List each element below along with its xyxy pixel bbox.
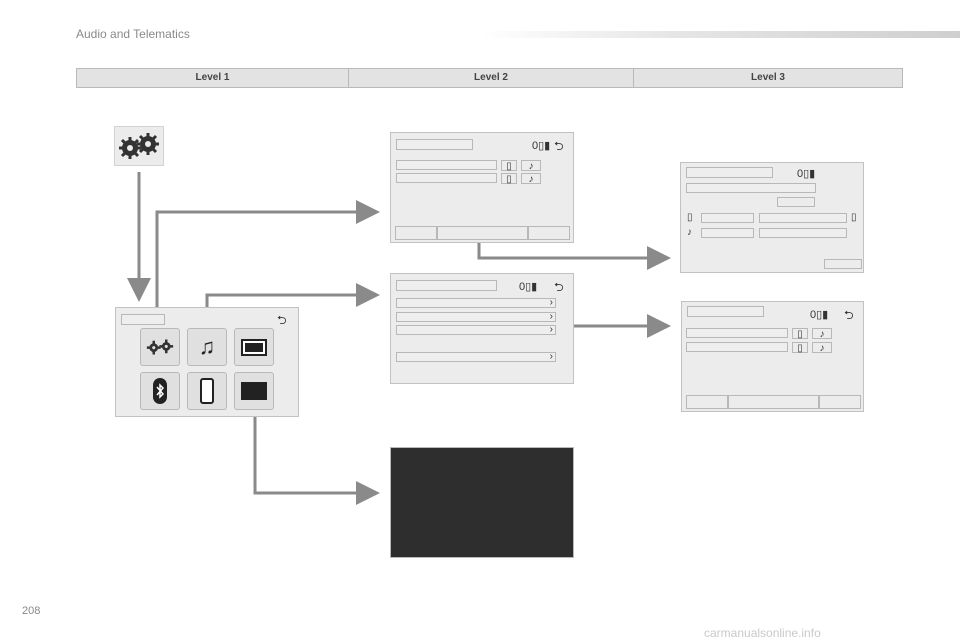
note-icon[interactable]: ♪ bbox=[812, 342, 832, 354]
note-icon[interactable]: ♪ bbox=[521, 160, 541, 172]
device-list-screen: 0▯▮ ⮌ ▯ ♪ ▯ ♪ bbox=[681, 301, 864, 412]
bottom-tab-3[interactable] bbox=[819, 395, 861, 409]
device-row-1[interactable] bbox=[396, 160, 497, 170]
device-detail-screen: 0▯▮ ▯ ▯ ♪ bbox=[680, 162, 864, 273]
phone-icon bbox=[200, 378, 214, 404]
back-icon[interactable]: ⮌ bbox=[844, 308, 854, 322]
chevron-right-icon: › bbox=[549, 297, 553, 308]
video-tile[interactable] bbox=[234, 372, 274, 410]
status-icons: 0▯▮ bbox=[519, 281, 538, 293]
phone-icon[interactable]: ▯ bbox=[792, 328, 808, 340]
settings-tile[interactable] bbox=[140, 328, 180, 366]
telephone-menu-screen: 0▯▮ ⮌ › › › › bbox=[390, 273, 574, 384]
video-icon bbox=[241, 382, 267, 400]
bottom-tab-3[interactable] bbox=[528, 226, 570, 240]
audio-profile-value bbox=[759, 228, 847, 238]
media-tile[interactable]: ♫ bbox=[187, 328, 227, 366]
device-name-field bbox=[686, 183, 816, 193]
phone-icon[interactable]: ▯ bbox=[501, 173, 517, 185]
header-bar bbox=[480, 31, 960, 38]
chevron-right-icon: › bbox=[549, 311, 553, 322]
note-icon[interactable]: ♪ bbox=[521, 173, 541, 185]
screen-title-field bbox=[687, 306, 764, 317]
status-icons: 0▯▮ bbox=[810, 309, 829, 321]
level-2-header: Level 2 bbox=[348, 69, 633, 87]
chevron-right-icon: › bbox=[549, 351, 553, 362]
back-icon[interactable]: ⮌ bbox=[554, 280, 564, 294]
music-icon: ♫ bbox=[198, 334, 216, 359]
screen-title-field bbox=[686, 167, 773, 178]
gears-icon bbox=[146, 339, 174, 355]
back-icon[interactable]: ⮌ bbox=[277, 313, 287, 327]
status-icons: 0▯▮ bbox=[797, 168, 816, 180]
audio-profile-field[interactable] bbox=[701, 228, 754, 238]
header-title: Audio and Telematics bbox=[76, 27, 190, 41]
watermark: carmanualsonline.info bbox=[704, 626, 821, 640]
screen-tile[interactable] bbox=[234, 328, 274, 366]
note-icon: ♪ bbox=[687, 227, 692, 238]
phone-icon: ▯ bbox=[687, 212, 693, 223]
bottom-tab-2[interactable] bbox=[437, 226, 528, 240]
bluetooth-tile[interactable] bbox=[140, 372, 180, 410]
gears-icon[interactable] bbox=[114, 126, 164, 166]
bottom-tab-1[interactable] bbox=[395, 226, 437, 240]
page-number: 208 bbox=[22, 605, 41, 617]
phone-tile[interactable] bbox=[187, 372, 227, 410]
video-screen bbox=[390, 447, 574, 558]
level-3-header: Level 3 bbox=[633, 69, 902, 87]
phone-profile-value bbox=[759, 213, 847, 223]
phone-icon[interactable]: ▯ bbox=[792, 342, 808, 354]
phone-icon: ▯ bbox=[851, 212, 857, 223]
phone-icon[interactable]: ▯ bbox=[501, 160, 517, 172]
note-icon[interactable]: ♪ bbox=[812, 328, 832, 340]
arrow-video-to-dark-screen bbox=[253, 402, 380, 505]
menu-row-3[interactable]: › bbox=[396, 324, 556, 335]
menu-row-1[interactable]: › bbox=[396, 297, 556, 308]
back-icon[interactable]: ⮌ bbox=[554, 139, 564, 153]
menu-row-4[interactable]: › bbox=[396, 351, 556, 362]
bottom-tab-bar bbox=[395, 226, 570, 240]
bluetooth-connection-screen: 0▯▮ ⮌ ▯ ♪ ▯ ♪ bbox=[390, 132, 574, 243]
menu-row-2[interactable]: › bbox=[396, 311, 556, 322]
bottom-tab-2[interactable] bbox=[728, 395, 819, 409]
device-row-2[interactable] bbox=[686, 342, 788, 352]
action-button[interactable] bbox=[777, 197, 815, 207]
confirm-button[interactable] bbox=[824, 259, 862, 269]
screen-title-field bbox=[396, 139, 473, 150]
device-row-1[interactable] bbox=[686, 328, 788, 338]
bottom-tab-bar bbox=[686, 395, 861, 409]
chevron-right-icon: › bbox=[549, 324, 553, 335]
device-row-2[interactable] bbox=[396, 173, 497, 183]
bottom-tab-1[interactable] bbox=[686, 395, 728, 409]
phone-profile-field[interactable] bbox=[701, 213, 754, 223]
bluetooth-icon bbox=[153, 378, 167, 404]
status-icons: 0▯▮ bbox=[532, 140, 551, 152]
levels-table: Level 1 Level 2 Level 3 bbox=[76, 68, 903, 88]
screen-title-field bbox=[396, 280, 497, 291]
level-1-header: Level 1 bbox=[195, 72, 230, 83]
screen-icon bbox=[241, 338, 267, 356]
menu-title-field bbox=[121, 314, 165, 325]
main-menu-screen: ⮌ ♫ bbox=[115, 307, 299, 417]
